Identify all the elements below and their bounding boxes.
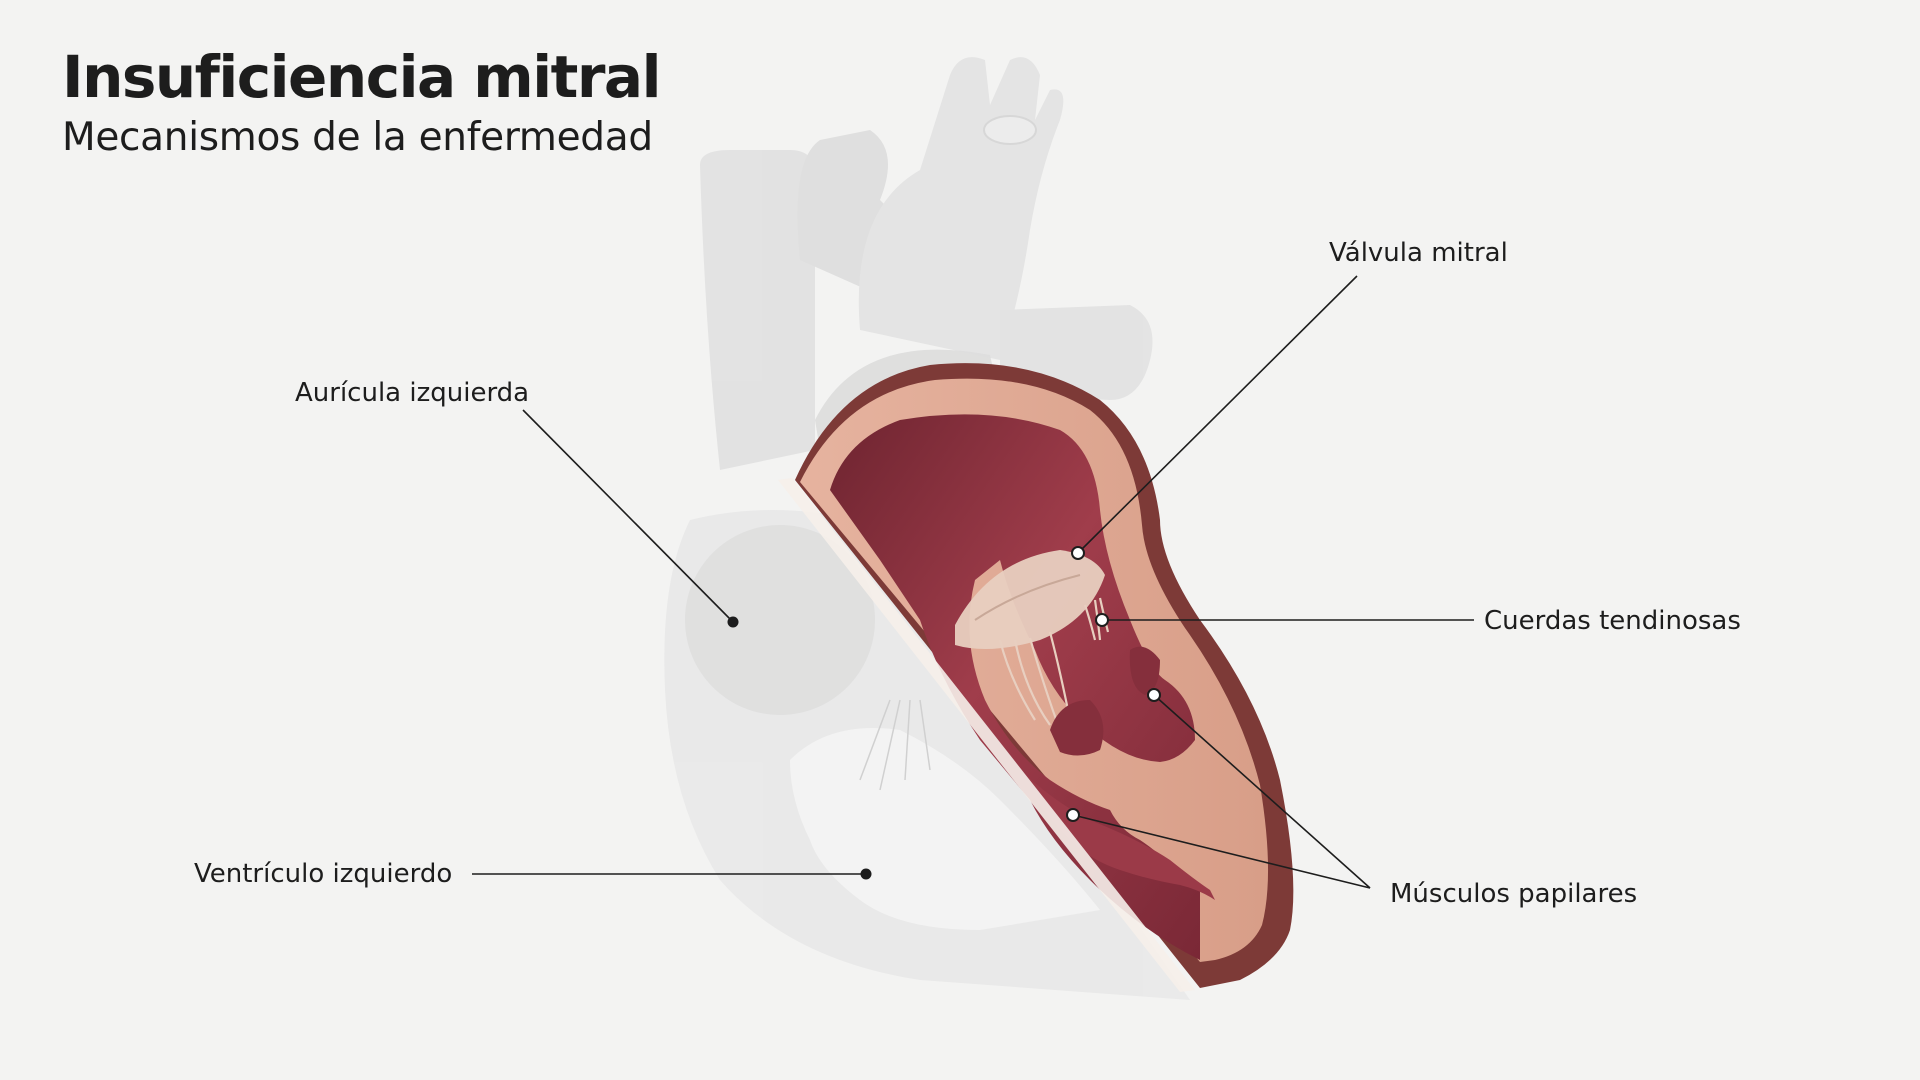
diagram-title: Insuficiencia mitral: [62, 43, 661, 111]
leader-papillary-2: [1072, 814, 1371, 889]
aorta-opening: [983, 115, 1037, 145]
leader-left-atrium: [522, 409, 734, 623]
section-cut-edge: [778, 478, 1195, 992]
ghost-ventricle-cavity: [790, 728, 1100, 930]
marker-papillary-upper: [1147, 688, 1161, 702]
label-chordae: Cuerdas tendinosas: [1484, 606, 1741, 636]
label-papillary: Músculos papilares: [1390, 879, 1637, 909]
leader-lines: [472, 275, 1474, 889]
marker-mitral-valve: [1071, 546, 1085, 560]
papillary-muscle-lower: [1050, 700, 1104, 756]
mitral-valve-leaflet: [955, 550, 1105, 649]
papillary-muscle-upper: [1129, 646, 1160, 695]
leader-mitral-valve: [1077, 275, 1358, 554]
diagram-subtitle: Mecanismos de la enfermedad: [62, 115, 653, 160]
ghost-valve-strands: [859, 699, 931, 791]
ventricle-lower-cavity: [1010, 760, 1215, 900]
label-mitral-valve: Válvula mitral: [1329, 238, 1508, 268]
leader-papillary-1: [1153, 694, 1371, 889]
left-atrium-chamber: [685, 525, 875, 715]
mitral-valve-fold: [974, 574, 1081, 621]
marker-left-ventricle: [860, 868, 872, 880]
marker-chordae: [1095, 613, 1109, 627]
label-left-ventricle: Ventrículo izquierdo: [194, 859, 452, 889]
label-left-atrium: Aurícula izquierda: [295, 378, 529, 408]
mitral-valve: [955, 550, 1105, 649]
vena-cava-shape: [700, 150, 815, 470]
marker-papillary-lower: [1066, 808, 1080, 822]
marker-left-atrium: [727, 616, 739, 628]
heart-ghost: [664, 57, 1190, 1000]
